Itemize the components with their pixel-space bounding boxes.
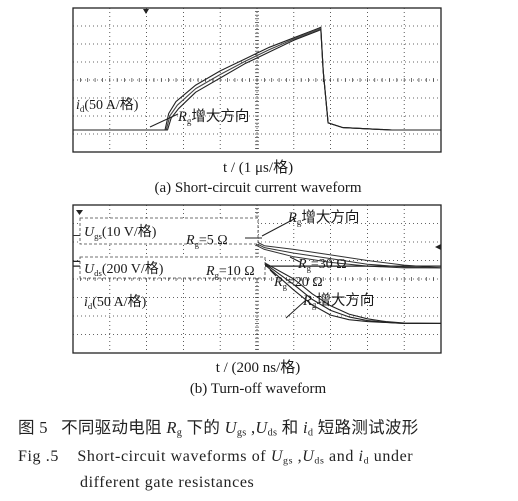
panel-b-ugs-label-text: (10 V/格) [102,224,157,240]
panel-b-annotation-rg20-var: R [273,275,283,290]
panel-b-annotation-rg20-sub: g [283,281,288,291]
panel-a-subtitle: (a) Short-circuit current waveform [155,180,362,196]
caption-zh-sep: , [250,418,256,437]
caption-zh-u2: U [255,418,268,437]
panel-b-id-label-sub: d [88,301,93,311]
caption-en-i: i [358,448,364,465]
caption-en-label: Fig .5 [18,448,59,465]
panel-a-annotation-arrow [149,113,179,128]
panel-a-annotation-text: 增大方向 [191,108,249,125]
panel-b-annotation-rg20-text: =20 Ω [287,275,323,290]
caption-en-u2-sub: ds [314,455,325,467]
caption-zh-u1: U [224,418,237,437]
panel-b-annotation-direction-bottom-sub: g [312,300,317,310]
panel-b-annotation-direction-top: Rg增大方向 [287,209,359,227]
caption-zh-post: 短路测试波形 [317,418,419,437]
panel-a-trace-label: id(50 A/格) [76,97,139,114]
panel-b-uds-label-text: (200 V/格) [102,261,164,277]
caption-en-sep: , [297,448,303,465]
caption-zh-pre: 不同驱动电阻 [61,418,162,437]
caption-zh: 图 5 不同驱动电阻 Rg 下的 Ugs ,Uds 和 id 短路测试波形 [18,414,419,439]
panel-a-annotation-sub: g [187,116,192,126]
panel-b-annotation-rg30-text: =30 Ω [311,257,347,272]
caption-zh-and: 和 [281,418,299,437]
panel-b-xlabel: t / (200 ns/格) [216,359,301,376]
panel-b-annotation-rg10: Rg=10 Ω [205,264,255,280]
caption-en-u1: U [270,448,284,465]
panel-b-id-label-var: i [84,295,88,310]
caption-en-line2: different gate resistances [80,474,255,491]
panel-b-annotation-direction-top-sub: g [297,217,302,227]
caption-zh-mid: 下的 [186,418,221,437]
panel-b-annotation-rg10-sub: g [215,270,220,280]
caption-zh-label: 图 5 [18,418,48,437]
panel-b-annotation-direction-bottom-var: R [302,293,312,309]
panel-b-id-label-text: (50 A/格) [92,294,146,310]
panel-b-annotation-rg5-text: =5 Ω [199,233,228,248]
panel-b-annotation-rg30-var: R [297,257,307,272]
caption-zh-u2-sub: ds [267,427,278,439]
panel-b-rg10-leader [269,269,277,277]
panel-a-trace-sub: d [80,104,85,114]
caption-zh-i: i [302,418,308,437]
panel-a-annotation: Rg增大方向 [177,108,249,126]
panel-b-uds-label-sub: ds [94,268,102,278]
caption-en-i-sub: d [363,455,370,467]
caption-zh-i-sub: d [307,427,314,439]
panel-b-annotation-rg5: Rg=5 Ω [185,233,228,249]
caption-en-u2: U [302,448,315,465]
caption-en-and: and [329,448,354,465]
panel-b-uds-box [79,256,266,279]
panel-b-uds-label: Uds(200 V/格) [84,261,164,278]
caption-en-post: under [373,448,414,465]
panel-b-level-icon [435,244,441,250]
panel-b-ugs-box [79,217,259,245]
panel-b-annotation-rg5-var: R [185,233,195,248]
caption-en-u1-sub: gs [283,455,294,467]
panel-b-trigger-icon [76,210,83,215]
panel-a-short-circuit-current: id(50 A/格) Rg增大方向 t / (1 μs/格) (a) Short-ci… [72,7,442,196]
trigger-marker-icon [143,9,149,14]
panel-b-ugs-label-sub: gs [94,231,102,241]
panel-a-trace-var: i [76,98,80,113]
panel-b-ugs-label: Ugs(10 V/格) [84,224,157,241]
panel-b-subtitle: (b) Turn-off waveform [190,381,327,397]
caption-zh-r-sub: g [176,427,183,439]
panel-b-annotation-rg20: Rg=20 Ω [273,275,323,291]
panel-b-ugs-label-var: U [84,225,95,240]
panel-b-top-arrow [261,217,297,237]
panel-b-annotation-rg10-var: R [205,264,215,279]
panel-b-annotation-rg30-sub: g [307,263,312,273]
caption-zh-r: R [166,418,177,437]
caption-zh-u1-sub: gs [236,427,247,439]
panel-b-turn-off: Ugs(10 V/格)Uds(200 V/格)id(50 A/格)Rg增大方向R… [72,204,442,397]
panel-b-bottom-arrow [285,299,307,319]
panel-b-id-label: id(50 A/格) [84,294,147,311]
panel-a-annotation-var: R [177,109,187,125]
panel-b-annotation-rg5-sub: g [195,239,200,249]
caption-en-line1: Fig .5 Short-circuit waveforms of Ugs ,U… [18,448,413,466]
panel-a-xlabel: t / (1 μs/格) [223,159,293,176]
panel-b-uds-label-var: U [84,262,95,277]
panel-b-annotation-rg10-text: =10 Ω [219,264,255,279]
panel-b-annotation-direction-top-text: 增大方向 [301,209,359,226]
panel-b-annotation-rg30: Rg=30 Ω [297,257,347,273]
panel-a-series-3 [73,28,441,131]
panel-b-annotation-direction-bottom: Rg增大方向 [302,292,374,310]
panel-b-annotation-direction-bottom-text: 增大方向 [316,292,374,309]
caption-en-text: Short-circuit waveforms of [77,448,267,465]
panel-b-rg30-leader [289,256,301,263]
panel-a-trace-rest: (50 A/格) [84,97,138,113]
panel-b-annotation-direction-top-var: R [287,210,297,226]
